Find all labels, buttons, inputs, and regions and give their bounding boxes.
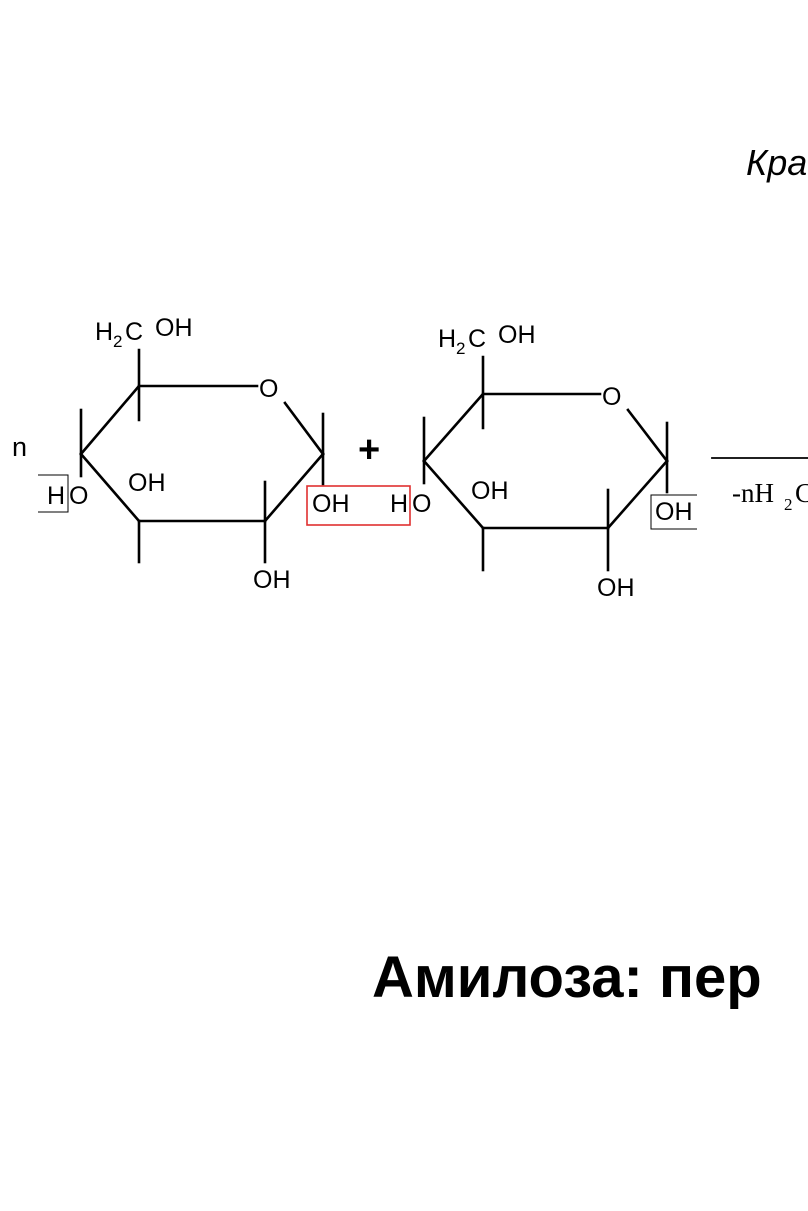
footer-title: Амилоза: пер (372, 945, 762, 1010)
mol1-c2-oh: OH (253, 566, 291, 594)
header-italic-text: Кра (746, 142, 808, 183)
mol2-bond-o-c1 (626, 408, 669, 463)
glucose-molecule-1: H 2 C OH O H O OH OH OH (38, 314, 350, 594)
mol1-bond-c3-c4 (79, 452, 141, 523)
mol1-c3-oh: OH (128, 469, 166, 497)
mol1-ring-oxygen: O (259, 375, 278, 403)
mol1-bond-o-c1 (283, 401, 325, 456)
mol2-c4-ho-h: H (390, 490, 408, 518)
mol1-ch2oh-c: C (125, 318, 143, 346)
condition-minus-nh: -nH (732, 478, 774, 508)
mol2-c3-oh: OH (471, 477, 509, 505)
water-elimination-highlight (306, 485, 411, 526)
mol2-ch2oh-h: H (438, 325, 456, 353)
mol2-bond-c1-c2 (606, 459, 669, 530)
mol1-ch2oh-h: H (95, 318, 113, 346)
mol1-ch2oh-subscript: 2 (113, 332, 122, 351)
mol1-c1-oh: OH (312, 490, 350, 518)
mol2-bond-c3-c4 (422, 459, 485, 530)
condition-suffix: C (795, 478, 808, 508)
mol1-c4-ho-o: O (69, 482, 88, 510)
plus-sign: + (358, 429, 380, 471)
mol2-oh-frame (650, 494, 697, 530)
mol1-bond-c4-c5 (79, 384, 141, 456)
mol1-bond-c1-c2 (263, 452, 325, 523)
mol2-ch2oh-oh: OH (498, 321, 536, 349)
mol1-ho-frame (38, 474, 69, 513)
mol1-ch2oh-oh: OH (155, 314, 193, 342)
condition-subscript: 2 (784, 495, 793, 514)
glucose-molecule-2: H 2 C OH O H O OH OH OH (390, 321, 697, 602)
mol2-ch2oh-subscript: 2 (456, 339, 465, 358)
mol2-ch2oh-c: C (468, 325, 486, 353)
mol2-c2-oh: OH (597, 574, 635, 602)
mol1-c4-ho-h: H (47, 482, 65, 510)
mol2-bond-c4-c5 (422, 392, 485, 463)
coefficient-n: n (12, 432, 27, 462)
mol2-c1-oh: OH (655, 498, 693, 526)
mol2-ring-oxygen: O (602, 383, 621, 411)
mol2-c4-ho-o: O (412, 490, 431, 518)
